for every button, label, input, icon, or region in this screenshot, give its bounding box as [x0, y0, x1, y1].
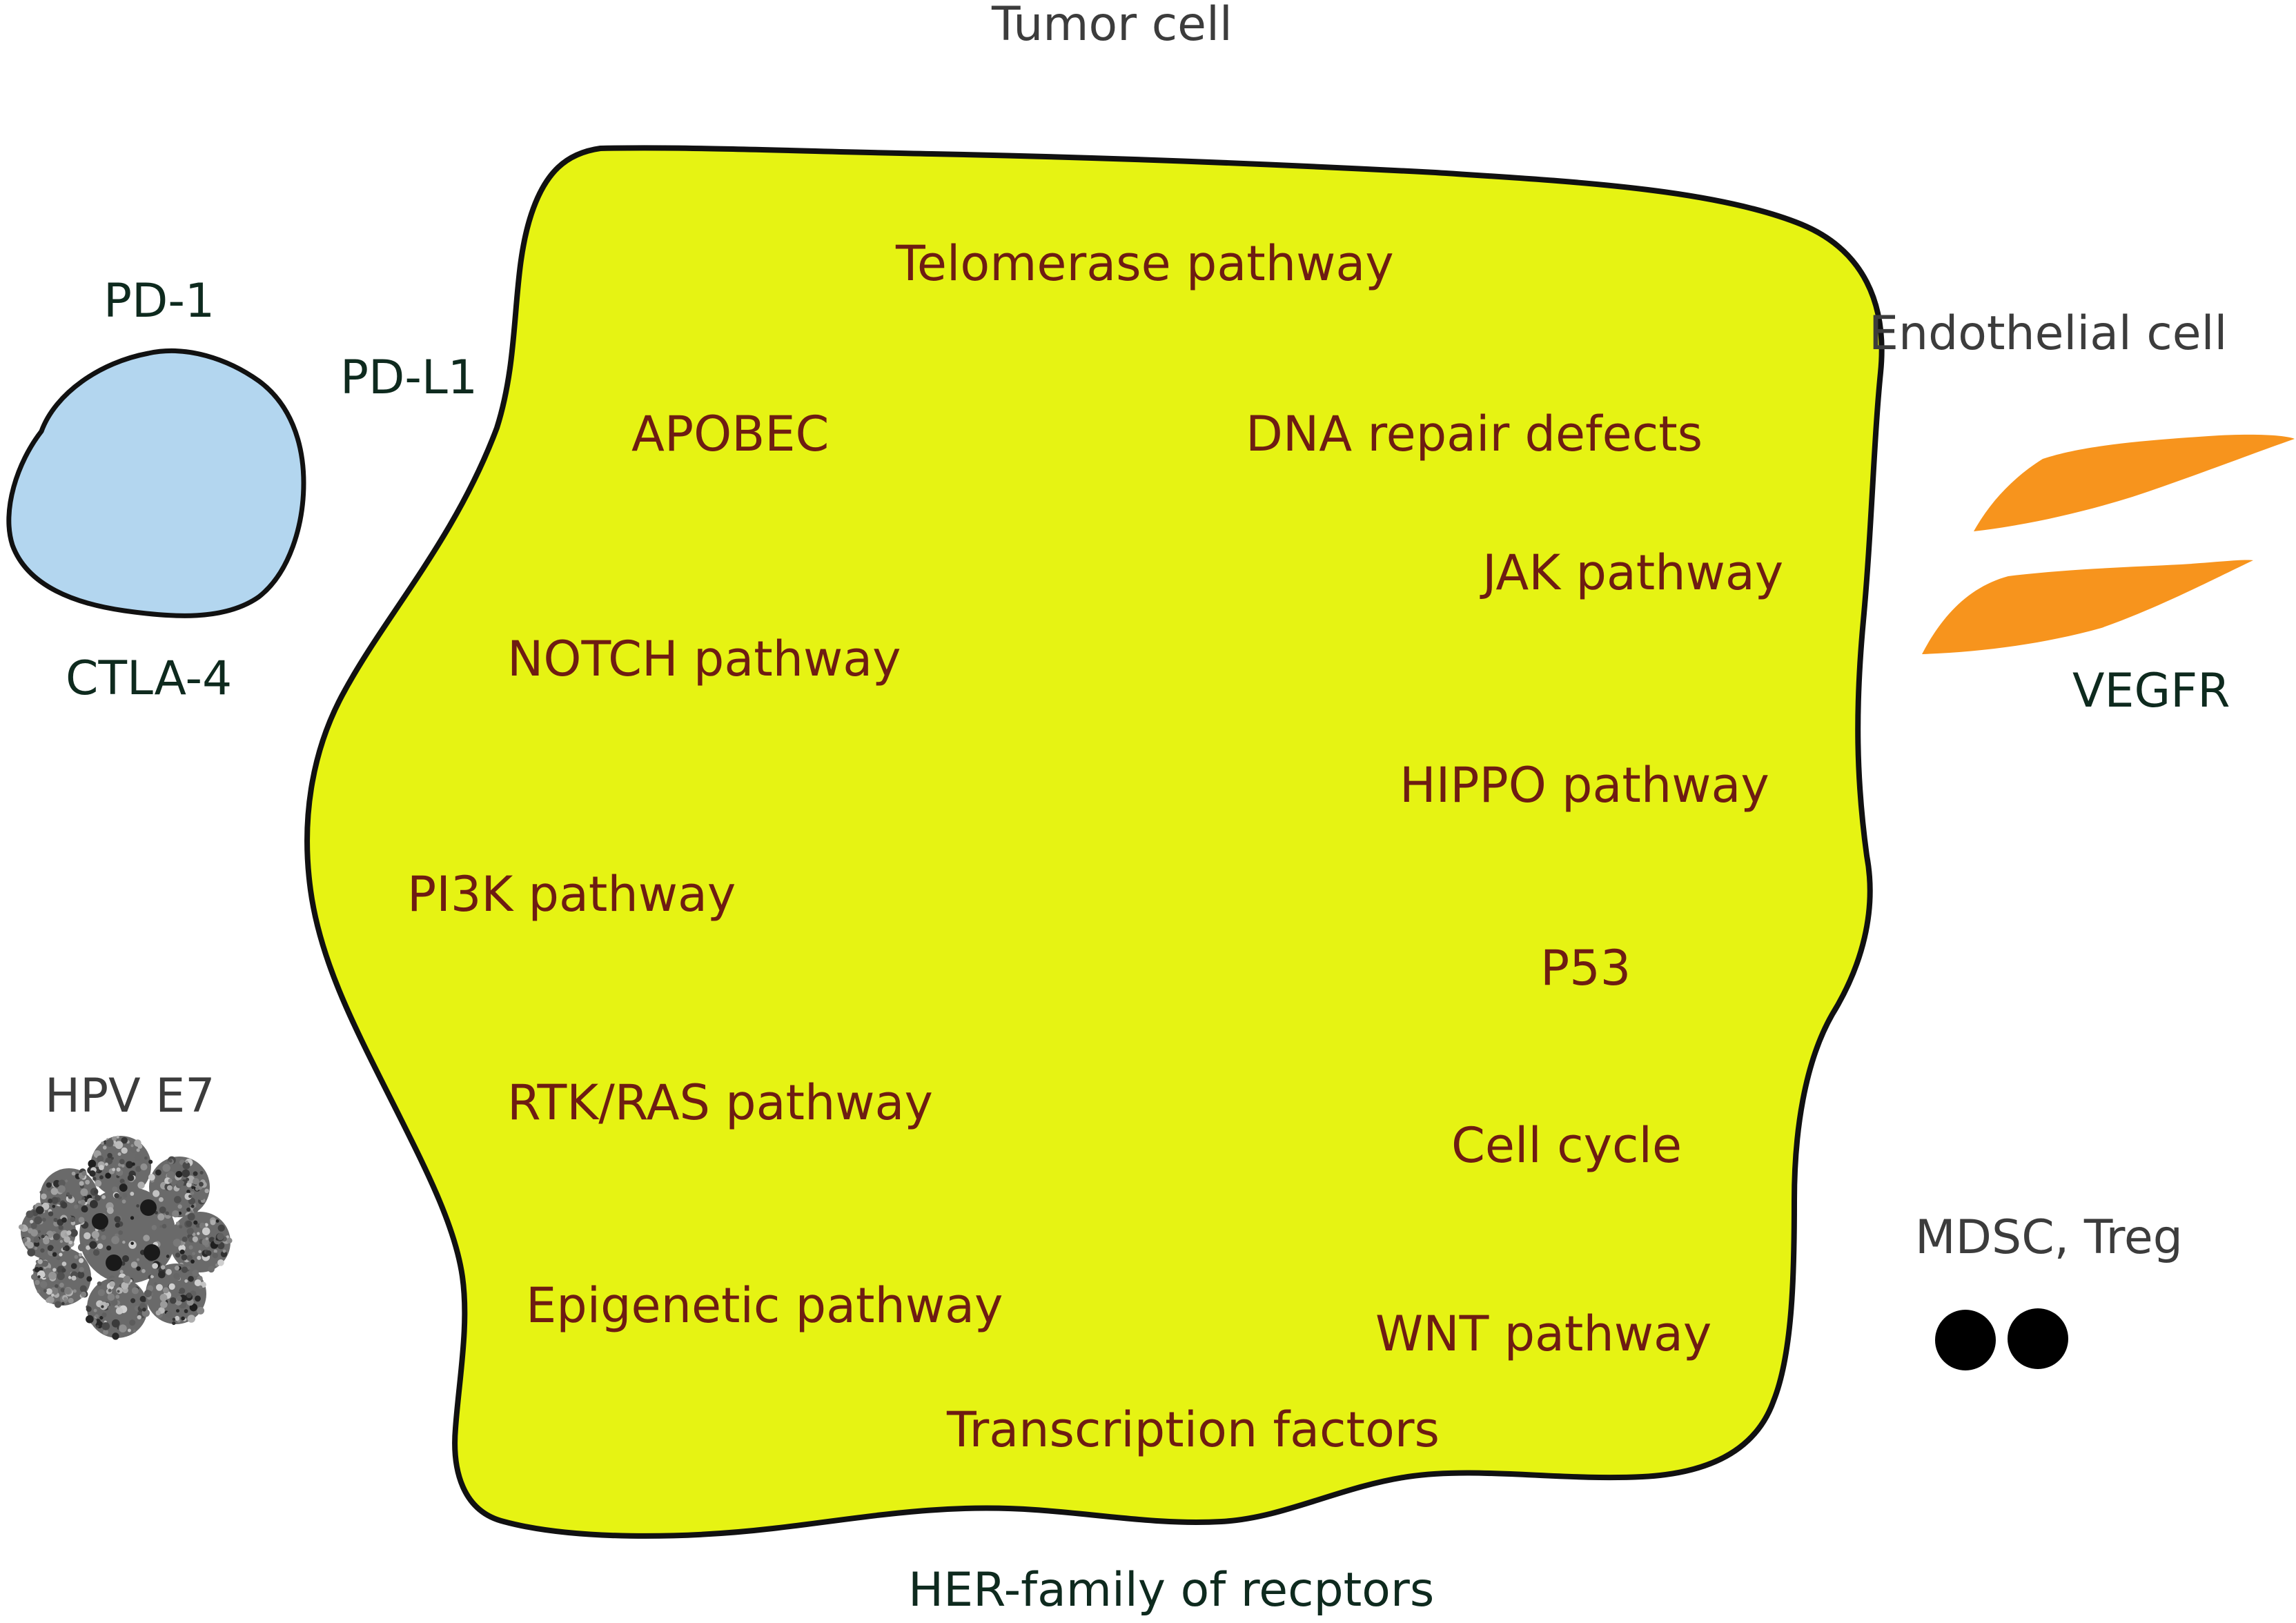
endothelial-cell-upper	[1974, 434, 2295, 531]
dna-repair-label: DNA repair defects	[1246, 406, 1703, 462]
vegfr-label: VEGFR	[2072, 664, 2230, 718]
wnt-pathway-label: WNT pathway	[1375, 1306, 1712, 1362]
pi3k-pathway-label: PI3K pathway	[407, 866, 736, 923]
endothelial-cell-lower	[1922, 560, 2253, 654]
endothelial-cell-label: Endothelial cell	[1869, 306, 2228, 361]
pd1-label: PD-1	[104, 274, 215, 328]
cell-cycle-label: Cell cycle	[1451, 1117, 1682, 1174]
tumor-cell-label: Tumor cell	[992, 0, 1233, 52]
immune-cell-shape	[6, 348, 306, 618]
hpv-e7-label: HPV E7	[45, 1069, 215, 1123]
mdsc-treg-label: MDSC, Treg	[1915, 1210, 2183, 1265]
rtk-ras-pathway-label: RTK/RAS pathway	[507, 1074, 933, 1131]
p53-label: P53	[1540, 940, 1631, 996]
hippo-pathway-label: HIPPO pathway	[1400, 757, 1769, 814]
treg-cell-dot	[2008, 1308, 2068, 1369]
transcription-factors-label: Transcription factors	[947, 1401, 1440, 1458]
apobec-label: APOBEC	[631, 406, 830, 462]
pdl1-label: PD-L1	[340, 351, 478, 405]
tumor-cell-shape	[304, 145, 1885, 1539]
her-family-label: HER-family of recptors	[908, 1563, 1435, 1617]
telomerase-pathway-label: Telomerase pathway	[896, 235, 1394, 292]
hpv-virus-icon	[18, 1135, 233, 1340]
epigenetic-pathway-label: Epigenetic pathway	[526, 1277, 1003, 1334]
mdsc-cell-dot	[1935, 1310, 1996, 1370]
jak-pathway-label: JAK pathway	[1482, 544, 1784, 601]
ctla4-label: CTLA-4	[66, 651, 233, 706]
notch-pathway-label: NOTCH pathway	[507, 631, 901, 687]
